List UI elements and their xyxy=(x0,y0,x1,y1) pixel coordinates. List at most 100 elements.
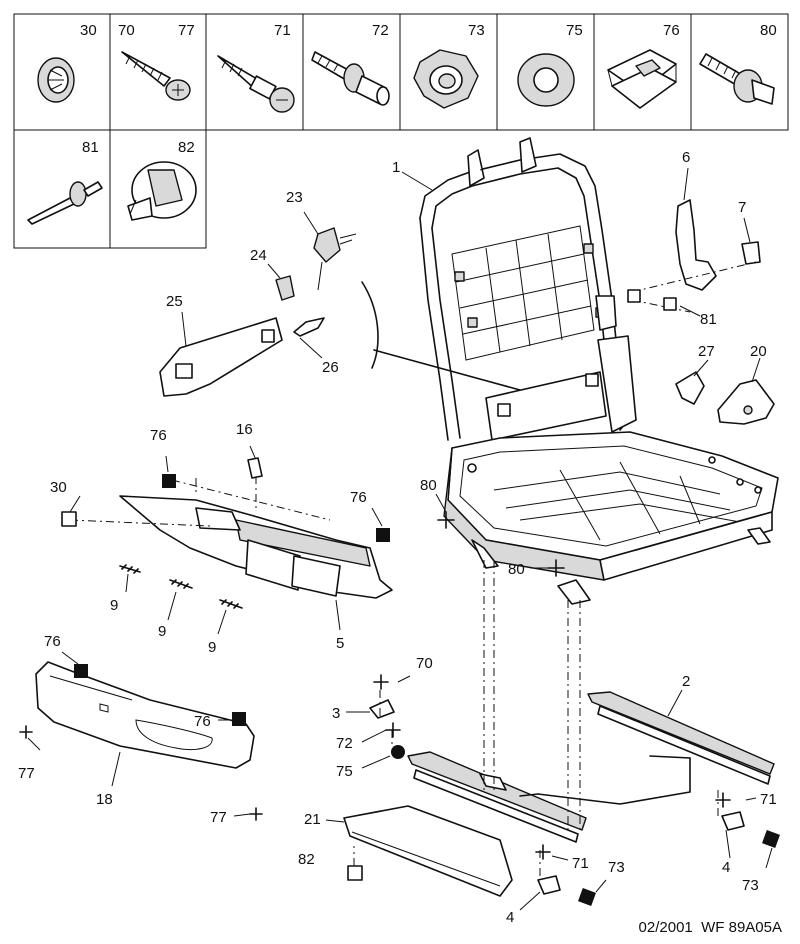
fastener-table: 30 70 77 71 72 73 75 76 80 81 82 xyxy=(13,13,789,249)
callout-9c: 9 xyxy=(208,639,216,656)
callout-20: 20 xyxy=(750,343,767,360)
callout-6: 6 xyxy=(682,149,690,166)
callout-80a: 80 xyxy=(420,477,437,494)
table-ref-77: 77 xyxy=(178,22,195,39)
callout-27: 27 xyxy=(698,343,715,360)
leader-lines xyxy=(27,167,773,911)
symbol-76-black-square-d xyxy=(232,712,246,726)
callout-21: 21 xyxy=(304,811,321,828)
seat-rails xyxy=(407,691,775,843)
table-ref-76: 76 xyxy=(663,22,680,39)
callout-18: 18 xyxy=(96,791,113,808)
callout-76b: 76 xyxy=(350,489,367,506)
callout-72: 72 xyxy=(336,735,353,752)
callout-76d: 76 xyxy=(194,713,211,730)
callout-80b: 80 xyxy=(508,561,525,578)
bracket-4-left xyxy=(537,875,561,895)
drawing-reference-footer: 02/2001 WF 89A05A xyxy=(639,919,782,936)
symbol-81-open-square xyxy=(627,289,641,303)
detail-leader-curve xyxy=(361,281,379,369)
table-ref-82: 82 xyxy=(178,139,195,156)
clip-nut-icon xyxy=(607,49,677,109)
table-ref-73: 73 xyxy=(468,22,485,39)
push-nut-icon xyxy=(37,57,75,103)
callout-4-left: 4 xyxy=(506,909,514,926)
callout-25: 25 xyxy=(166,293,183,310)
table-ref-72: 72 xyxy=(372,22,389,39)
fastener-symbols xyxy=(19,289,780,906)
callout-73a: 73 xyxy=(742,877,759,894)
symbol-77-cross-a xyxy=(19,725,33,739)
callout-16: 16 xyxy=(236,421,253,438)
symbol-80-cross-a xyxy=(437,511,455,529)
plastic-clip-icon xyxy=(127,161,197,221)
callout-30: 30 xyxy=(50,479,67,496)
symbol-76-black-square-b xyxy=(376,528,390,542)
footer-code: WF 89A05A xyxy=(701,919,782,936)
symbol-70-cross xyxy=(373,674,389,690)
callout-70: 70 xyxy=(416,655,433,672)
callout-77a: 77 xyxy=(18,765,35,782)
callout-73b: 73 xyxy=(608,859,625,876)
callout-1: 1 xyxy=(392,159,400,176)
shoulder-screw-icon xyxy=(217,55,295,113)
symbol-76-black-square-c xyxy=(74,664,88,678)
callout-76a: 76 xyxy=(150,427,167,444)
washer-icon xyxy=(517,53,575,107)
callout-77b: 77 xyxy=(210,809,227,826)
tension-springs xyxy=(119,564,243,609)
symbol-76-black-square-a xyxy=(162,474,176,488)
callout-81: 81 xyxy=(700,311,717,328)
seat-back-frame xyxy=(419,137,637,441)
callout-26: 26 xyxy=(322,359,339,376)
callout-75: 75 xyxy=(336,763,353,780)
hex-nut-icon xyxy=(413,49,479,109)
symbol-30-open-square xyxy=(61,511,77,527)
lower-rail-cover xyxy=(343,805,513,897)
bracket-4-right xyxy=(721,811,745,831)
table-ref-71: 71 xyxy=(274,22,291,39)
symbol-81-open-square-2 xyxy=(663,297,677,311)
flange-bolt-icon xyxy=(699,53,775,105)
recliner-lever-parts xyxy=(675,199,775,425)
callout-7: 7 xyxy=(738,199,746,216)
symbol-80-cross-b xyxy=(547,559,565,577)
symbol-71-cross-a xyxy=(715,792,731,808)
callout-4-right: 4 xyxy=(722,859,730,876)
callout-76c: 76 xyxy=(44,633,61,650)
callout-82: 82 xyxy=(298,851,315,868)
self-tapping-screw-icon xyxy=(121,51,191,101)
callout-24: 24 xyxy=(250,247,267,264)
callout-71b: 71 xyxy=(572,855,589,872)
table-ref-80: 80 xyxy=(760,22,777,39)
symbol-82-open-square xyxy=(347,865,363,881)
rivet-icon xyxy=(27,181,103,225)
callout-71a: 71 xyxy=(760,791,777,808)
callout-9b: 9 xyxy=(158,623,166,640)
symbol-73-black-square-b xyxy=(578,888,596,906)
seat-cushion-frame xyxy=(443,431,779,605)
table-ref-75: 75 xyxy=(566,22,583,39)
cushion-tray xyxy=(119,495,393,599)
footer-date: 02/2001 xyxy=(638,919,693,936)
callout-23: 23 xyxy=(286,189,303,206)
callout-2: 2 xyxy=(682,673,690,690)
symbol-71-cross-b xyxy=(535,844,551,860)
callout-9a: 9 xyxy=(110,597,118,614)
callout-5: 5 xyxy=(336,635,344,652)
symbol-72-cross xyxy=(385,722,401,738)
part-3 xyxy=(369,699,395,719)
detail-leader-line xyxy=(373,349,521,391)
side-trim-panel xyxy=(35,661,255,769)
symbol-77-cross-b xyxy=(249,807,263,821)
adjustment-mechanism-parts xyxy=(159,227,357,397)
assembly-centerlines xyxy=(69,261,757,876)
bolt-with-spacer-icon xyxy=(311,51,390,106)
callout-3: 3 xyxy=(332,705,340,722)
symbol-73-black-square-a xyxy=(762,830,780,848)
callout-labels: 1 2 3 4 4 5 6 7 9 9 9 16 18 20 21 23 24 … xyxy=(18,149,777,926)
table-ref-30: 30 xyxy=(80,22,97,39)
washer-75-marker xyxy=(391,745,405,759)
